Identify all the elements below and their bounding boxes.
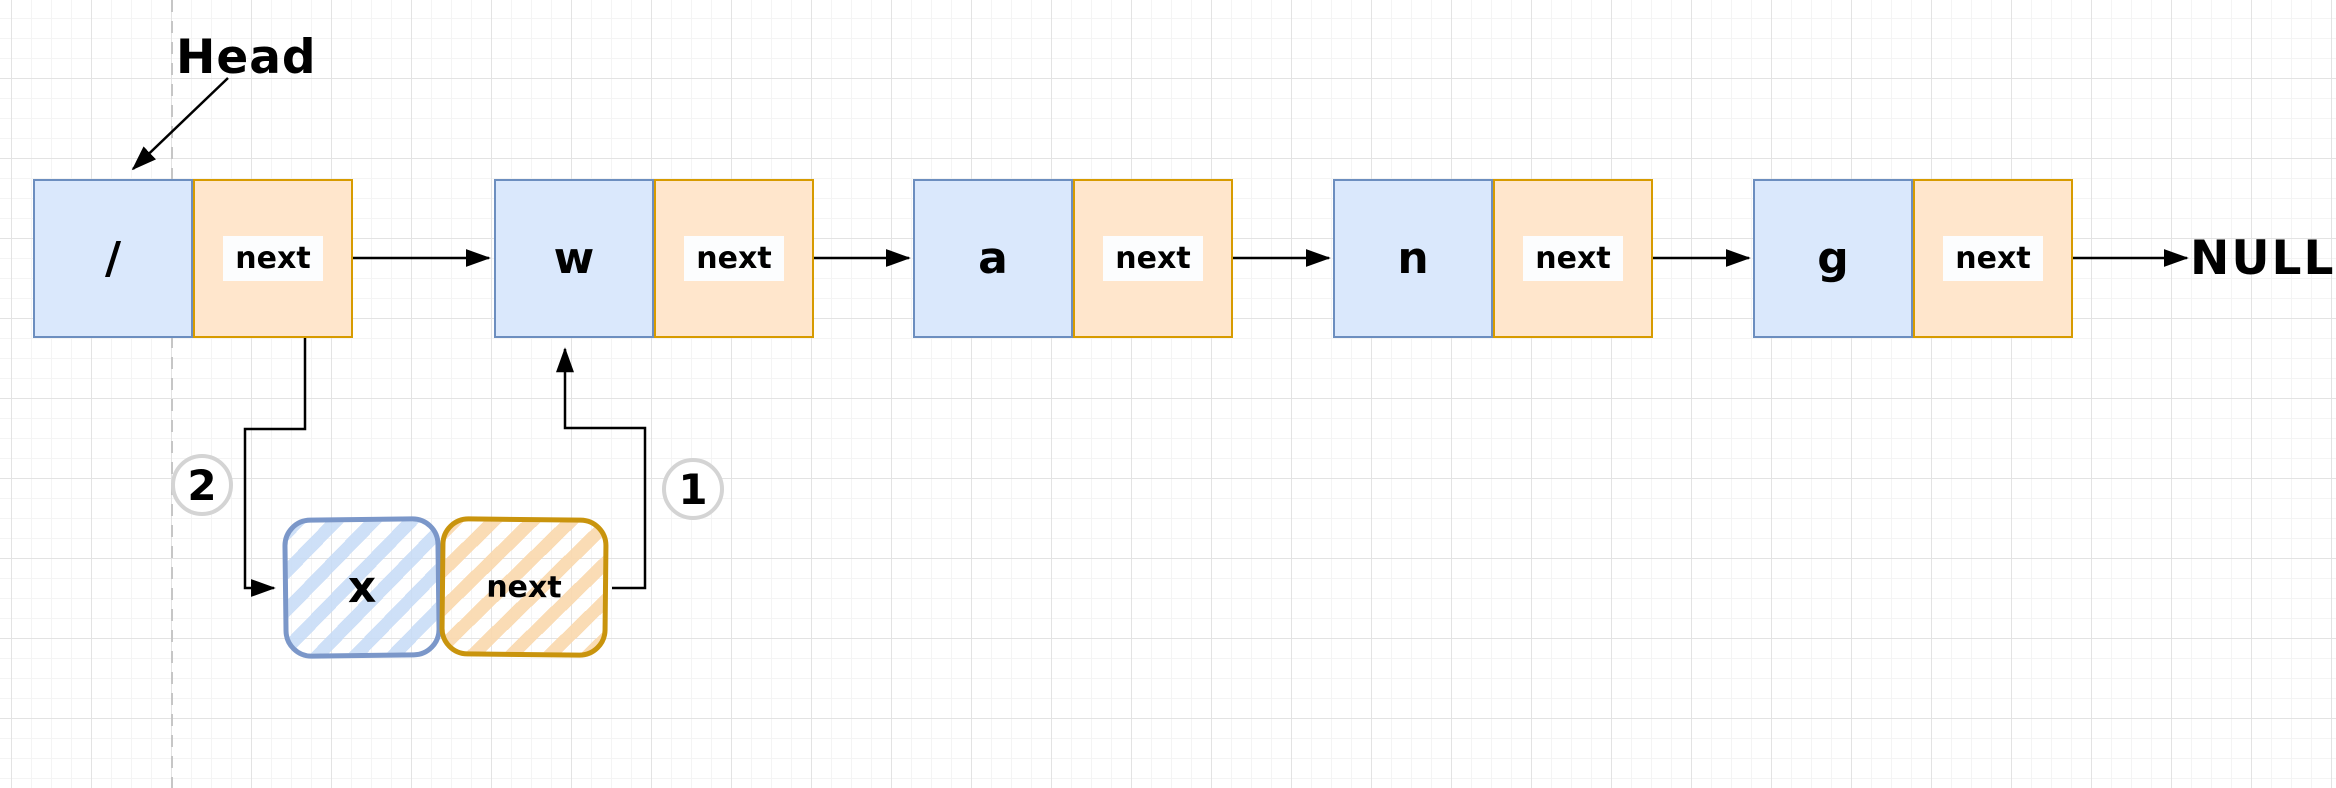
node3-value: a <box>978 233 1008 284</box>
node2-value: w <box>553 233 595 284</box>
step-badge-2-label: 2 <box>187 460 217 510</box>
node5-value-cell[interactable]: g <box>1753 179 1913 338</box>
node4-next-cell[interactable]: next <box>1493 179 1653 338</box>
step-badge-1-label: 1 <box>678 464 708 514</box>
inserted-node-value: x <box>347 561 377 614</box>
node1-value-cell[interactable]: / <box>33 179 193 338</box>
inserted-node-next-label: next <box>486 569 562 605</box>
node4-value: n <box>1397 233 1429 284</box>
node5-value: g <box>1817 233 1849 284</box>
node3-value-cell[interactable]: a <box>913 179 1073 338</box>
node1-next-label: next <box>223 236 323 281</box>
step-badge-1[interactable]: 1 <box>662 458 724 520</box>
node2-value-cell[interactable]: w <box>494 179 654 338</box>
node1-next-cell[interactable]: next <box>193 179 353 338</box>
node2-next-cell[interactable]: next <box>654 179 814 338</box>
head-pointer-arrow[interactable] <box>131 77 229 171</box>
node1-value: / <box>104 233 122 284</box>
node5-next-label: next <box>1943 236 2043 281</box>
null-label[interactable]: NULL <box>2190 231 2336 286</box>
inserted-node-value-cell[interactable]: x <box>282 516 442 659</box>
node4-next-label: next <box>1523 236 1623 281</box>
node5-next-cell[interactable]: next <box>1913 179 2073 338</box>
step2-elbow-arrow-head-next-to-x[interactable] <box>243 338 307 598</box>
step-badge-2[interactable]: 2 <box>171 454 233 516</box>
node3-next-cell[interactable]: next <box>1073 179 1233 338</box>
inserted-node-next-cell[interactable]: next <box>439 516 609 658</box>
node4-value-cell[interactable]: n <box>1333 179 1493 338</box>
node2-next-label: next <box>684 236 784 281</box>
step1-elbow-arrow-x-next-to-w[interactable] <box>556 347 647 590</box>
node3-next-label: next <box>1103 236 1203 281</box>
head-label[interactable]: Head <box>176 30 317 85</box>
